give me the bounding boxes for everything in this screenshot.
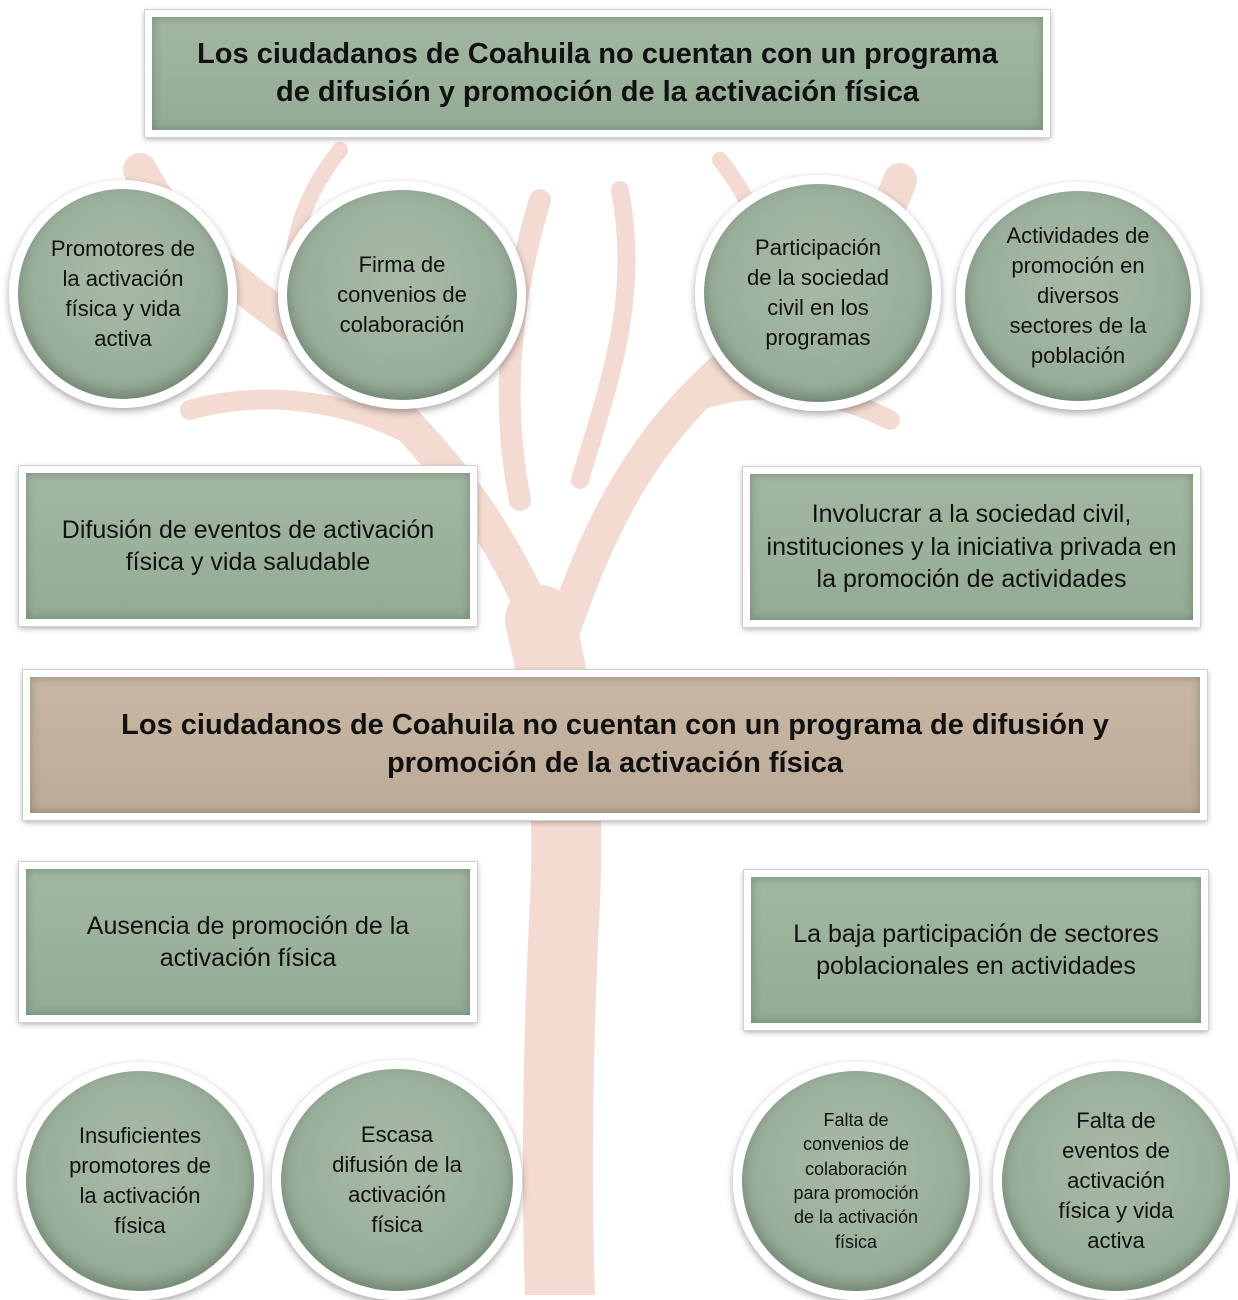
circle-falta-convenios: Falta de convenios de colaboración para …: [733, 1062, 979, 1300]
box-involucrar-sociedad: Involucrar a la sociedad civil, instituc…: [742, 466, 1201, 628]
box-ausencia-promocion: Ausencia de promoción de la activación f…: [18, 861, 478, 1023]
circle-participacion-sociedad-text: Participación de la sociedad civil en lo…: [747, 235, 889, 350]
circle-insuficientes-promotores-text: Insuficientes promotores de la activació…: [69, 1123, 211, 1238]
circle-insuficientes-promotores: Insuficientes promotores de la activació…: [17, 1062, 263, 1300]
circle-falta-convenios-text: Falta de convenios de colaboración para …: [793, 1109, 919, 1252]
box-involucrar-sociedad-text: Involucrar a la sociedad civil, instituc…: [766, 500, 1177, 594]
circle-falta-eventos-text: Falta de eventos de activación física y …: [1058, 1108, 1174, 1253]
circle-escasa-difusion-text: Escasa difusión de la activación física: [332, 1122, 462, 1237]
circle-falta-eventos: Falta de eventos de activación física y …: [993, 1062, 1238, 1300]
top-objective-box: Los ciudadanos de Coahuila no cuentan co…: [144, 9, 1051, 138]
circle-participacion-sociedad: Participación de la sociedad civil en lo…: [695, 175, 941, 411]
box-baja-participacion: La baja participación de sectores poblac…: [743, 869, 1209, 1031]
circle-escasa-difusion: Escasa difusión de la activación física: [272, 1060, 522, 1300]
center-problem-text: Los ciudadanos de Coahuila no cuentan co…: [121, 709, 1109, 779]
box-difusion-eventos-text: Difusión de eventos de activación física…: [61, 515, 435, 577]
circle-firma-convenios-text: Firma de convenios de colaboración: [337, 252, 467, 337]
circle-actividades-promocion-text: Actividades de promoción en diversos sec…: [1006, 223, 1150, 368]
circle-firma-convenios: Firma de convenios de colaboración: [278, 181, 526, 409]
box-baja-participacion-text: La baja participación de sectores poblac…: [793, 919, 1159, 981]
circle-actividades-promocion: Actividades de promoción en diversos sec…: [956, 182, 1200, 410]
circle-promotores: Promotores de la activación física y vid…: [9, 180, 237, 408]
circle-promotores-text: Promotores de la activación física y vid…: [50, 236, 196, 351]
center-problem-box: Los ciudadanos de Coahuila no cuentan co…: [22, 669, 1208, 821]
box-ausencia-promocion-text: Ausencia de promoción de la activación f…: [86, 911, 410, 973]
top-objective-text: Los ciudadanos de Coahuila no cuentan co…: [197, 37, 998, 108]
box-difusion-eventos: Difusión de eventos de activación física…: [18, 465, 478, 627]
